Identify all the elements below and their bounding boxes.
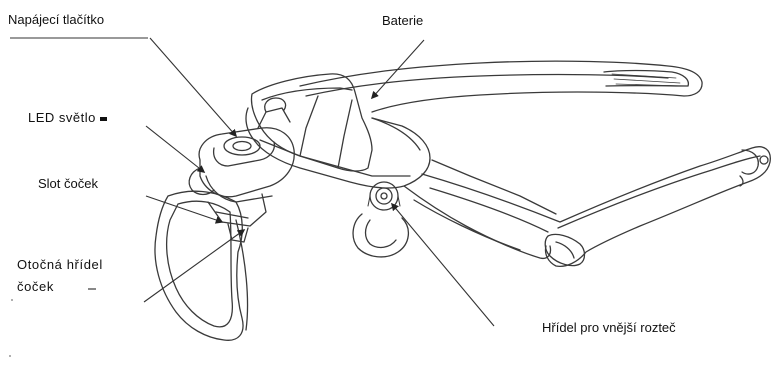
led-module: [189, 98, 294, 202]
glasses-drawing: [155, 61, 770, 340]
led-light-label: LED světlo: [28, 110, 96, 126]
scan-dot-2: [9, 355, 11, 357]
swivel-loop: [353, 214, 408, 257]
battery-label: Baterie: [382, 13, 423, 29]
led-mark: [100, 117, 107, 121]
lens-shaft-label-line2: čoček: [17, 276, 103, 298]
side-arm: [422, 147, 770, 267]
scan-dot-1: [11, 299, 13, 301]
power-leader: [150, 38, 236, 136]
shaft-leader: [144, 230, 244, 302]
pitch-knob: [368, 182, 400, 210]
lens-shaft-label-line1: Otočná hřídel: [17, 254, 103, 276]
lens-slot-label: Slot čoček: [38, 176, 98, 192]
headband-arm: [300, 61, 702, 112]
battery-leader: [372, 40, 424, 98]
led-leader: [146, 126, 204, 172]
slot-leader: [146, 196, 222, 222]
power-button-label: Napájecí tlačítko: [8, 12, 104, 28]
lens-plate: [155, 191, 248, 340]
outer-pitch-shaft-label: Hřídel pro vnější rozteč: [542, 320, 676, 336]
battery-housing: [251, 74, 372, 171]
pitch-leader: [392, 204, 494, 326]
lens-shaft-label: Otočná hřídel čoček: [17, 254, 103, 298]
